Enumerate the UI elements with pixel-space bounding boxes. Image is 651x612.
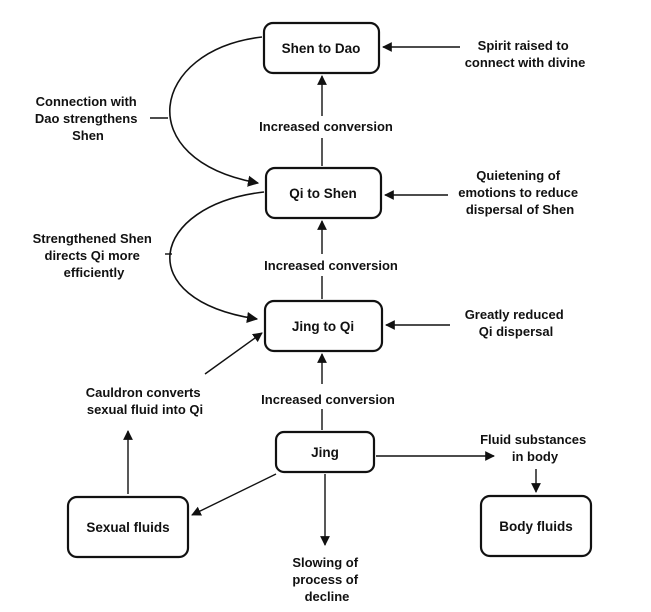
arrow-cauldron-to-jing-to-qi bbox=[204, 332, 263, 375]
note-fluid-substances: Fluid substances in body bbox=[480, 432, 590, 464]
node-sexual-fluids: Sexual fluids bbox=[66, 495, 190, 559]
label-increased-conversion-top: Increased conversion bbox=[259, 119, 393, 134]
node-sexual-fluids-label: Sexual fluids bbox=[86, 520, 169, 535]
node-jing-to-qi-label: Jing to Qi bbox=[292, 319, 354, 334]
node-body-fluids: Body fluids bbox=[479, 494, 593, 558]
label-increased-conversion-bottom: Increased conversion bbox=[261, 392, 395, 407]
label-increased-conversion-middle: Increased conversion bbox=[264, 258, 398, 273]
note-reduced-dispersal: Greatly reduced Qi dispersal bbox=[465, 307, 568, 339]
curve-dao-to-qi-to-shen bbox=[168, 36, 263, 187]
node-jing: Jing bbox=[274, 430, 376, 474]
curve-qi-to-shen-to-jing-to-qi bbox=[169, 191, 265, 324]
note-strengthened-shen: Strengthened Shen directs Qi more effici… bbox=[33, 231, 156, 280]
note-slowing: Slowing of process of decline bbox=[292, 555, 361, 604]
note-connection-dao: Connection with Dao strengthens Shen bbox=[35, 94, 141, 143]
node-jing-to-qi: Jing to Qi bbox=[263, 299, 384, 353]
node-body-fluids-label: Body fluids bbox=[499, 519, 573, 534]
note-quietening: Quietening of emotions to reduce dispers… bbox=[458, 168, 582, 217]
arrow-jing-to-sexual-fluids bbox=[191, 473, 277, 516]
note-spirit-raised: Spirit raised to connect with divine bbox=[465, 38, 586, 70]
node-qi-to-shen-label: Qi to Shen bbox=[289, 186, 357, 201]
node-qi-to-shen: Qi to Shen bbox=[264, 166, 383, 220]
node-shen-to-dao: Shen to Dao bbox=[262, 21, 381, 75]
note-cauldron: Cauldron converts sexual fluid into Qi bbox=[86, 385, 204, 417]
node-shen-to-dao-label: Shen to Dao bbox=[282, 41, 361, 56]
node-jing-label: Jing bbox=[311, 445, 339, 460]
